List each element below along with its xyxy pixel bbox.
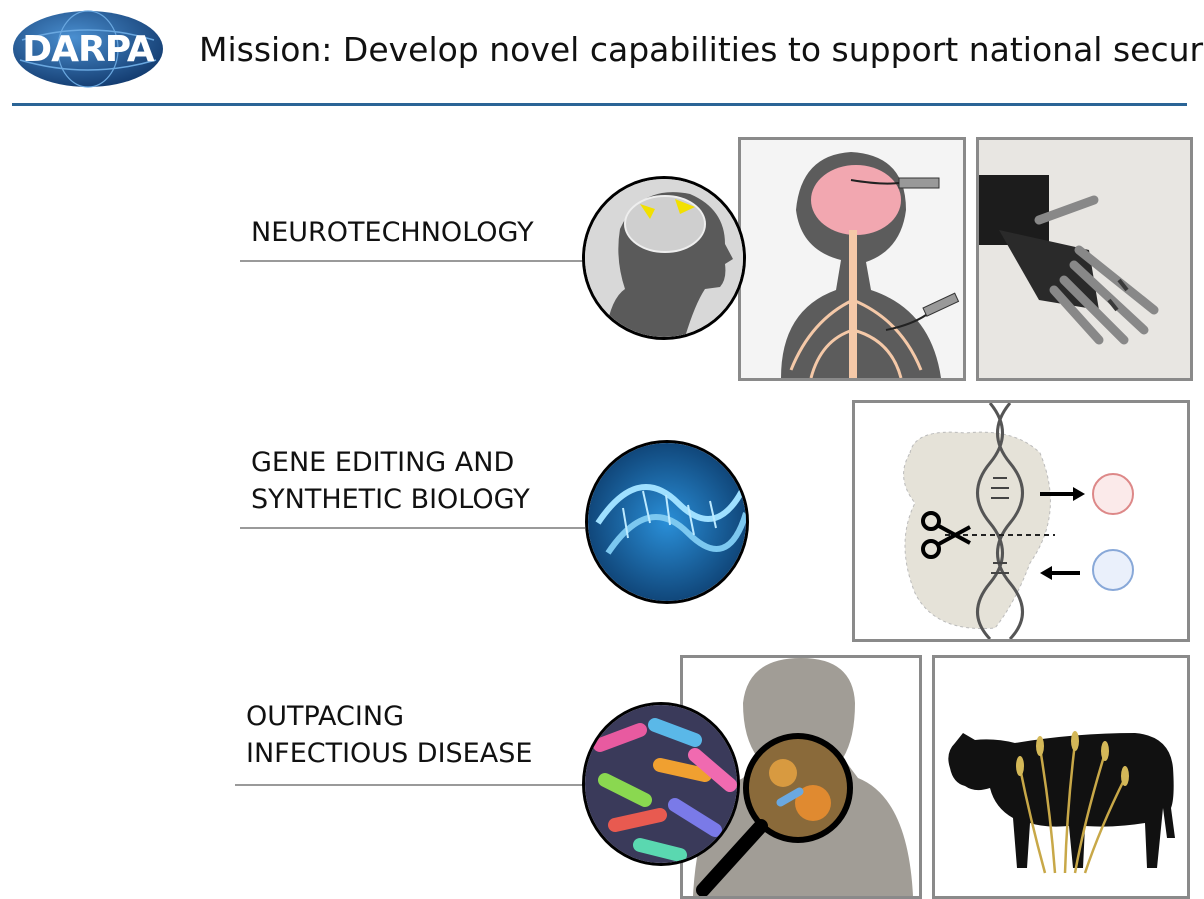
neurotechnology-circle — [582, 176, 746, 340]
robotic-hand-panel — [976, 137, 1193, 381]
nervous-system-icon — [741, 140, 963, 378]
header-divider — [12, 103, 1187, 106]
section-label-line: NEUROTECHNOLOGY — [251, 217, 534, 248]
cow-wheat-icon — [935, 658, 1187, 896]
logo-text: DARPA — [22, 28, 154, 70]
magnifier-human-icon — [683, 658, 919, 896]
crispr-scissors-icon — [903, 403, 1134, 639]
section-label-neurotechnology: NEUROTECHNOLOGY — [251, 214, 534, 251]
page-title: Mission: Develop novel capabilities to s… — [199, 30, 1204, 69]
darpa-logo: DARPA — [12, 10, 164, 88]
bacteria-icon — [585, 705, 737, 863]
robotic-hand-icon — [979, 140, 1190, 378]
crispr-panel — [852, 400, 1190, 642]
brain-head-icon — [585, 179, 743, 337]
cow-wheat-panel — [932, 655, 1190, 899]
leader-line — [235, 784, 585, 786]
gene-editing-circle — [585, 440, 749, 604]
section-label-gene-editing: GENE EDITING AND SYNTHETIC BIOLOGY — [251, 444, 530, 518]
dna-helix-icon — [588, 443, 746, 601]
leader-line — [240, 527, 585, 529]
nervous-system-panel — [738, 137, 966, 381]
section-label-infectious-disease: OUTPACING INFECTIOUS DISEASE — [246, 698, 532, 772]
section-label-line: OUTPACING — [246, 701, 404, 732]
section-label-line: GENE EDITING AND — [251, 447, 515, 478]
section-label-line: INFECTIOUS DISEASE — [246, 738, 533, 769]
globe-icon — [13, 10, 163, 88]
scissors-icon — [921, 511, 971, 559]
leader-line — [240, 260, 585, 262]
section-label-line: SYNTHETIC BIOLOGY — [251, 484, 530, 515]
infectious-disease-circle — [582, 702, 740, 866]
